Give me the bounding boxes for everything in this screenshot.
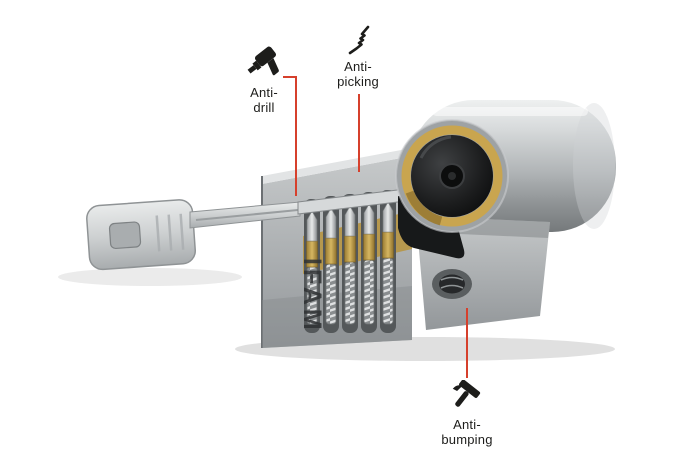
- drill-icon: [247, 46, 279, 76]
- anti-picking-leader-line: [358, 94, 360, 172]
- anti-bumping-label-line2: bumping: [441, 432, 493, 447]
- rotor: [395, 119, 509, 259]
- key: [86, 187, 415, 271]
- anti-drill-label-line2: drill: [253, 100, 275, 115]
- key-pins: [306, 201, 394, 242]
- anti-picking-label-line1: Anti-: [344, 59, 372, 74]
- anti-drill-label-line1: Anti-: [250, 85, 278, 100]
- anti-bumping-leader-line: [466, 308, 468, 378]
- brand-text: IFAM: [298, 258, 326, 334]
- key-shadow: [58, 268, 242, 286]
- anti-picking-label-line2: picking: [337, 74, 379, 89]
- key-bow-hole: [108, 221, 142, 250]
- hammer-icon: [452, 380, 481, 407]
- pin-springs: [306, 257, 394, 325]
- anti-drill-label: Anti- drill: [250, 85, 278, 115]
- brass-ring: [401, 125, 503, 227]
- pick-icon: [348, 25, 370, 55]
- anti-bumping-callout: Anti- bumping: [429, 380, 505, 447]
- anti-picking-callout: Anti- picking: [320, 24, 396, 89]
- anti-picking-label: Anti- picking: [337, 59, 379, 89]
- key-bow: [86, 199, 196, 271]
- cutaway-section: IFAM: [261, 148, 412, 348]
- anti-bumping-label: Anti- bumping: [441, 417, 492, 447]
- anti-bumping-label-line1: Anti-: [453, 417, 481, 432]
- anti-drill-callout: Anti- drill: [226, 44, 302, 115]
- anti-drill-leader-elbow: [283, 76, 297, 78]
- anti-drill-leader-line: [295, 76, 297, 196]
